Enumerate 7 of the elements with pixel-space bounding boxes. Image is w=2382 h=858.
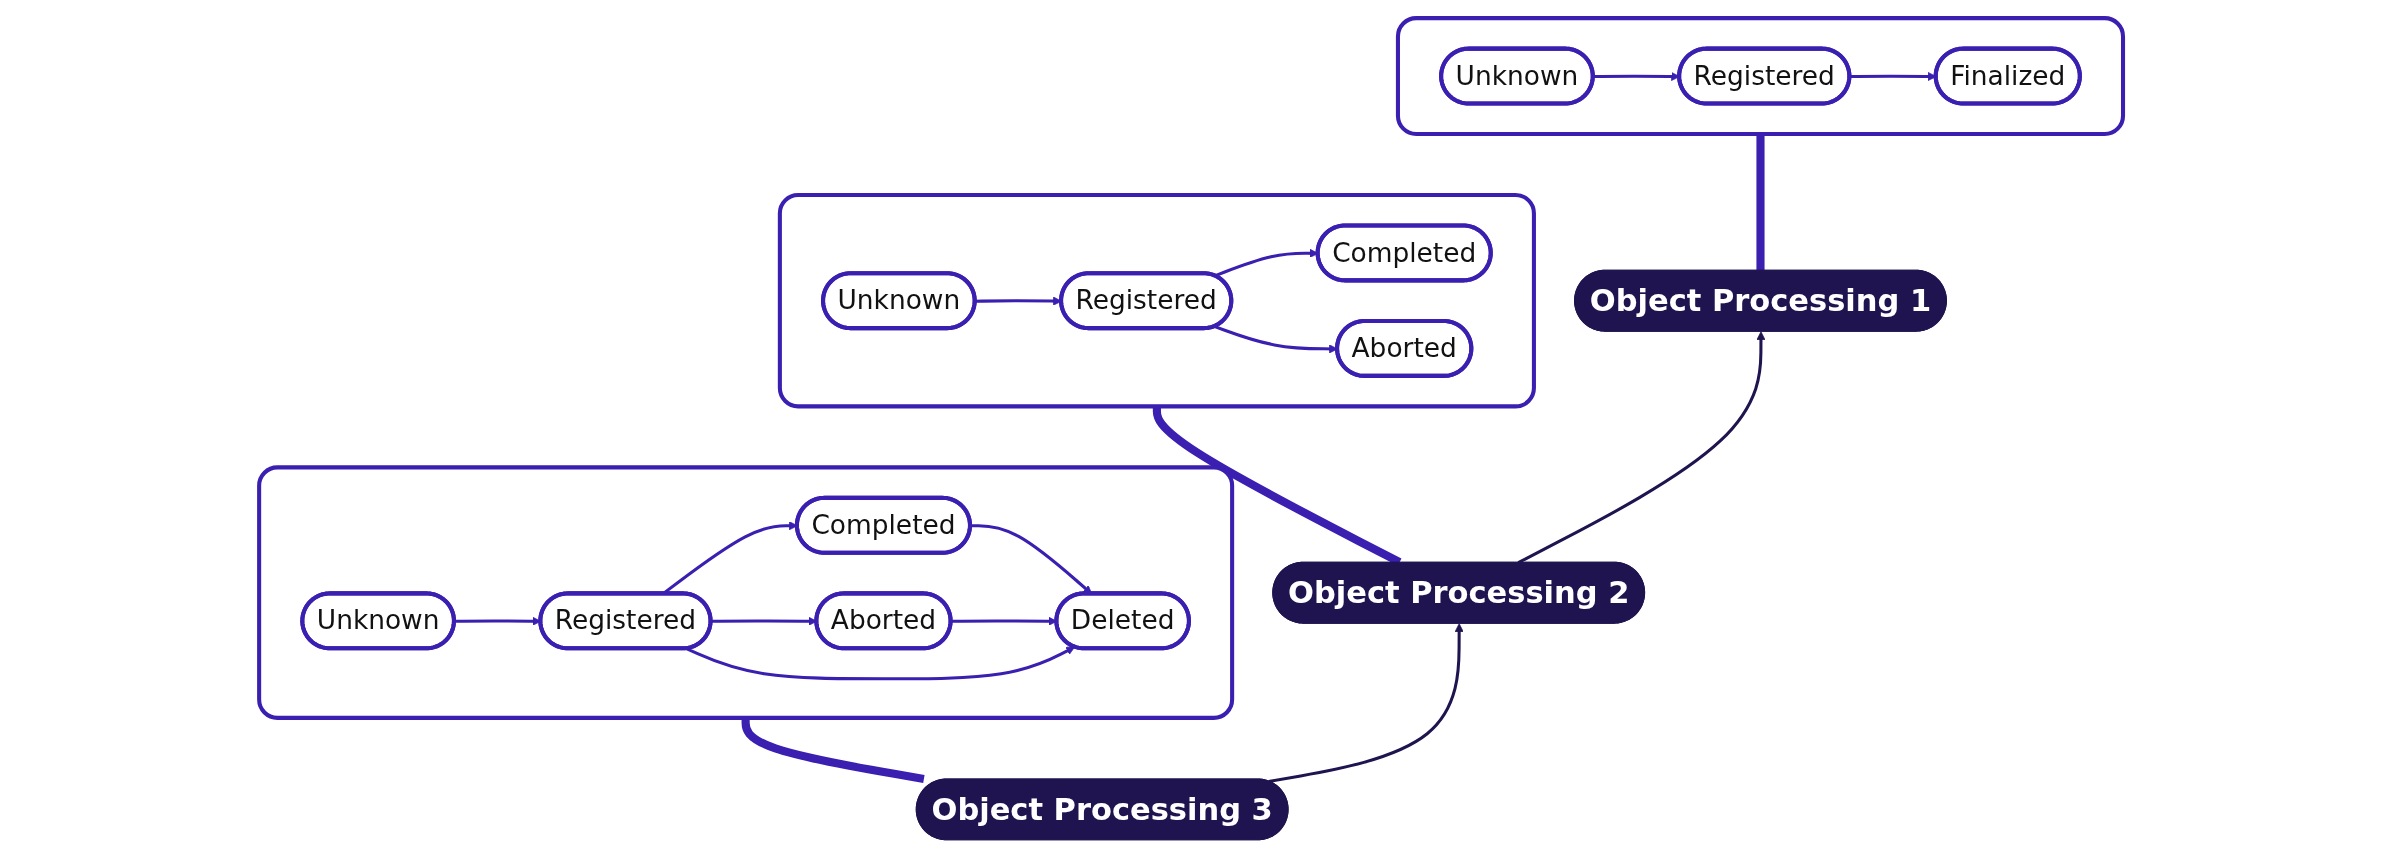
- cluster: [257, 465, 1235, 720]
- arrow: [975, 296, 1062, 306]
- arrow: [685, 646, 1075, 681]
- cluster: [777, 192, 1536, 409]
- arrow: [1517, 331, 1766, 564]
- cluster: [1395, 16, 2125, 137]
- arrow: [1268, 623, 1464, 783]
